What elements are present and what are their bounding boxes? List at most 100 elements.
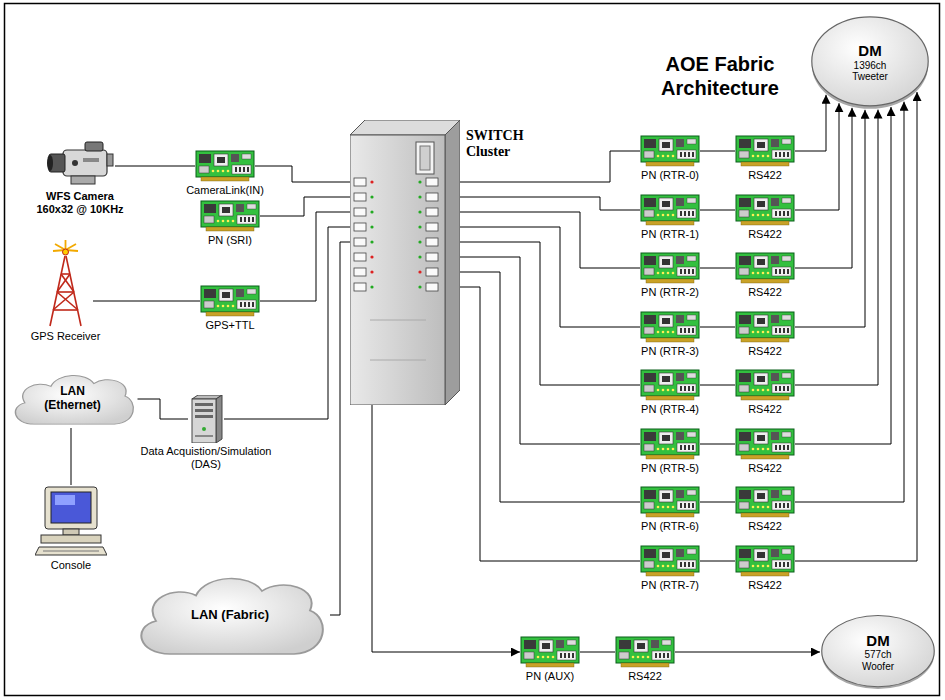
card-icon bbox=[200, 285, 260, 317]
card-icon bbox=[640, 545, 700, 577]
computer-icon bbox=[35, 485, 107, 557]
server-node: Data Acquistion/Simulation (DAS) bbox=[129, 395, 283, 470]
card-icon bbox=[735, 252, 795, 284]
connector-line bbox=[795, 92, 917, 561]
connector-line bbox=[700, 210, 735, 211]
camera-node: WFS Camera 160x32 @ 10KHz bbox=[28, 138, 132, 215]
page-frame bbox=[5, 4, 940, 696]
switch-icon bbox=[350, 120, 460, 405]
interface-card: RS422 bbox=[735, 369, 795, 416]
diagram-title: AOE Fabric Architecture bbox=[615, 52, 825, 100]
connector-line bbox=[795, 95, 826, 151]
node-label: Console bbox=[51, 559, 91, 572]
network-cloud: LAN (Ethernet) bbox=[8, 370, 138, 428]
server-icon bbox=[188, 395, 224, 443]
connector-line bbox=[795, 102, 904, 502]
node-label: RS422 bbox=[748, 345, 782, 358]
node-label: PN (RTR-0) bbox=[641, 169, 699, 182]
interface-card: RS422 bbox=[735, 428, 795, 475]
mirror-node: DM1396ch Tweeter bbox=[810, 15, 930, 110]
connector-line bbox=[675, 652, 820, 653]
card-icon bbox=[200, 200, 260, 232]
connector-line bbox=[255, 166, 350, 182]
card-icon bbox=[735, 311, 795, 343]
connector-line bbox=[460, 212, 640, 268]
card-icon bbox=[735, 545, 795, 577]
node-label: RS422 bbox=[748, 579, 782, 592]
connector-line bbox=[71, 428, 72, 485]
connector-line bbox=[795, 108, 852, 268]
interface-card: CameraLink(IN) bbox=[184, 150, 266, 197]
node-label: PN (RTR-2) bbox=[641, 286, 699, 299]
node-label: RS422 bbox=[748, 228, 782, 241]
interface-card: PN (AUX) bbox=[520, 636, 580, 683]
card-icon bbox=[195, 150, 255, 182]
node-label: LAN (Ethernet) bbox=[33, 385, 113, 413]
connector-line bbox=[372, 405, 520, 652]
gps-node: GPS Receiver bbox=[29, 238, 103, 343]
connector-line bbox=[700, 268, 735, 269]
connector-line bbox=[460, 242, 640, 385]
mirror-node: DM577ch Woofer bbox=[820, 614, 936, 690]
card-icon bbox=[640, 428, 700, 460]
connector-line bbox=[700, 151, 735, 152]
card-icon bbox=[735, 486, 795, 518]
node-label: CameraLink(IN) bbox=[186, 184, 264, 197]
connector-line bbox=[795, 103, 839, 210]
connector-line bbox=[330, 242, 350, 615]
interface-card: PN (RTR-4) bbox=[639, 369, 701, 416]
interface-card: PN (RTR-5) bbox=[639, 428, 701, 475]
connector-line bbox=[700, 327, 735, 328]
node-label: PN (RTR-6) bbox=[641, 520, 699, 533]
card-icon bbox=[735, 428, 795, 460]
node-label: WFS Camera 160x32 @ 10KHz bbox=[30, 190, 130, 215]
switch-node: SWITCH Cluster bbox=[350, 120, 460, 405]
node-sublabel: 1396ch Tweeter bbox=[845, 60, 895, 83]
node-label: PN (RTR-3) bbox=[641, 345, 699, 358]
console-node: Console bbox=[35, 485, 107, 572]
camera-icon bbox=[45, 138, 115, 188]
connector-line bbox=[795, 110, 878, 385]
node-label: PN (RTR-5) bbox=[641, 462, 699, 475]
network-cloud: LAN (Fabric) bbox=[130, 570, 330, 660]
node-label: Data Acquistion/Simulation (DAS) bbox=[131, 445, 281, 470]
connector-line bbox=[700, 444, 735, 445]
interface-card: RS422 bbox=[735, 194, 795, 241]
interface-card: PN (RTR-6) bbox=[639, 486, 701, 533]
node-label: RS422 bbox=[748, 520, 782, 533]
node-label: PN (RTR-4) bbox=[641, 403, 699, 416]
connector-line bbox=[700, 385, 735, 386]
card-icon bbox=[640, 135, 700, 167]
interface-card: PN (RTR-3) bbox=[639, 311, 701, 358]
node-label: DM bbox=[858, 42, 881, 59]
connector-line bbox=[700, 502, 735, 503]
connector-line bbox=[460, 197, 640, 210]
node-label: DM bbox=[866, 632, 889, 649]
interface-card: PN (RTR-0) bbox=[639, 135, 701, 182]
connector-line bbox=[580, 652, 615, 653]
card-icon bbox=[640, 311, 700, 343]
connector-line bbox=[795, 110, 865, 327]
card-icon bbox=[520, 636, 580, 668]
interface-card: RS422 bbox=[735, 545, 795, 592]
node-label: GPS Receiver bbox=[31, 330, 101, 343]
connector-line bbox=[795, 107, 891, 444]
connector-line bbox=[700, 561, 735, 562]
node-label: PN (AUX) bbox=[526, 670, 574, 683]
connector-line bbox=[460, 287, 640, 561]
interface-card: RS422 bbox=[735, 311, 795, 358]
antenna-icon bbox=[38, 238, 93, 328]
node-label: PN (RTR-7) bbox=[641, 579, 699, 592]
interface-card: PN (RTR-7) bbox=[639, 545, 701, 592]
node-label: RS422 bbox=[748, 169, 782, 182]
connector-line bbox=[138, 399, 189, 419]
interface-card: GPS+TTL bbox=[200, 285, 260, 332]
node-label: LAN (Fabric) bbox=[191, 608, 269, 623]
connector-line bbox=[460, 272, 640, 502]
node-label: PN (RTR-1) bbox=[641, 228, 699, 241]
card-icon bbox=[640, 369, 700, 401]
connector-line bbox=[93, 301, 200, 302]
node-label: RS422 bbox=[748, 462, 782, 475]
